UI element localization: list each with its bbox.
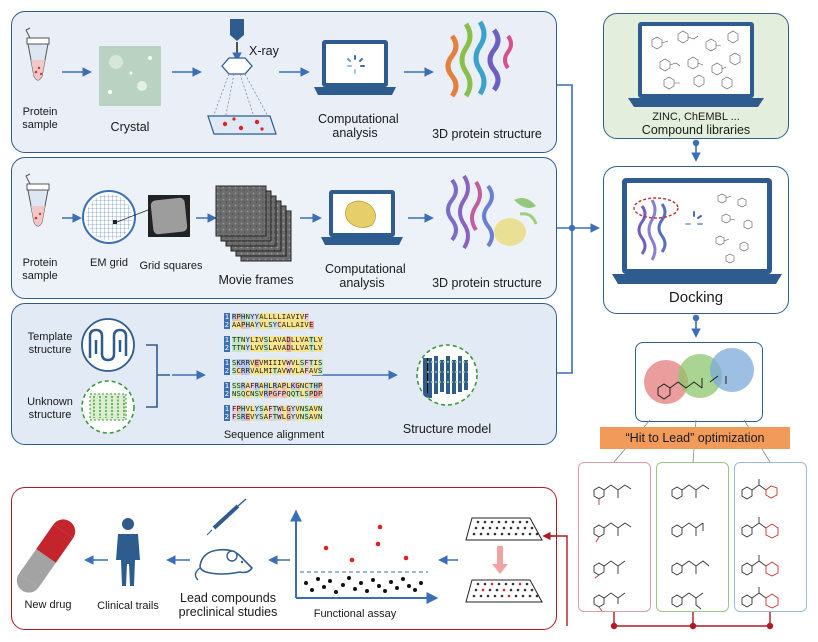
movie-frames-label: Movie frames (218, 273, 294, 287)
unknown-structure-label: Unknown structure (27, 396, 73, 421)
alignment-sequence: SSRAFRAHLRAPLKGNCTHP (232, 381, 323, 390)
mouse-syringe-icon (194, 498, 254, 581)
tube-icon (25, 27, 50, 81)
xray-protein-sample-label: Protein sample (22, 106, 58, 131)
library-sources-label: ZINC, ChEMBL ... (652, 111, 740, 123)
protein-structure-icon (445, 20, 513, 98)
tube-icon (25, 173, 50, 227)
laptop-icon (314, 40, 396, 95)
alignment-sequence: AAPHAYVLSYCALLAIVE (232, 320, 314, 329)
laptop-icon (628, 22, 764, 107)
cryoem-computational-label: Computational analysis (325, 262, 406, 290)
unknown-structure-icon (81, 380, 135, 434)
functional-assay-plot (290, 509, 439, 604)
cryoem-protein-sample-label: Protein sample (22, 257, 58, 282)
alignment-sequence: FPHVLYSAFTWLGYVNSAVN (232, 404, 323, 413)
clinical-trails-label: Clinical trails (97, 600, 159, 612)
preclinical-studies-label: preclinical studies (178, 605, 278, 619)
template-structure-label: Template structure (27, 331, 73, 356)
alignment-sequence: NSQCNSVRPGFPQQTLSPDP (232, 389, 323, 398)
well-plate-icon (465, 579, 543, 603)
template-structure-icon (81, 318, 135, 372)
structure-model-icon (416, 344, 478, 406)
lead-compounds-label: Lead compounds (180, 591, 276, 605)
protein-structure-icon (446, 174, 538, 250)
alignment-sequence: SCRRVALMITAVWVLAFAVS (232, 366, 323, 375)
cryoem-structure-label: 3D protein structure (432, 276, 542, 290)
sequence-alignment-label: Sequence alignment (223, 429, 325, 441)
grid-square-icon (148, 195, 190, 237)
alignment-sequence: TTNYLIVSLAVADLLVATLV (232, 335, 323, 344)
pill-icon (16, 519, 76, 593)
analog-molecules-red (593, 484, 632, 612)
xray-computational-label: Computational analysis (318, 112, 399, 140)
crystal-label: Crystal (110, 120, 150, 134)
em-grid-label: EM grid (90, 257, 128, 269)
structure-model-label: Structure model (402, 422, 492, 436)
column-green (656, 462, 729, 612)
column-blue (734, 462, 807, 612)
xray-diffraction-icon (207, 19, 277, 135)
hit-molecule-icon (644, 348, 754, 404)
xray-structure-label: 3D protein structure (432, 127, 542, 141)
grid-squares-label: Grid squares (139, 260, 203, 272)
alignment-sequence: RPHNYYALLLLIAVIVF (232, 312, 309, 321)
functional-assay-label: Functional assay (313, 608, 397, 620)
xray-label: X-ray (249, 44, 279, 58)
compound-libraries-label: Compound libraries (641, 123, 751, 137)
em-grid-icon (82, 190, 149, 244)
analog-molecules-blue (741, 479, 779, 609)
movie-frames-icon (215, 185, 292, 262)
docking-title: Docking (668, 289, 724, 306)
crystal-image (99, 46, 161, 106)
laptop-icon (612, 178, 782, 284)
new-drug-label: New drug (24, 599, 72, 611)
hit-to-lead-banner: “Hit to Lead” optimization (600, 427, 790, 449)
well-plate-icon (465, 517, 543, 541)
person-icon (116, 518, 140, 586)
bottom-panel (11, 487, 557, 630)
alignment-sequence: FSREVYSAFTWLGYVNSAVN (232, 412, 323, 421)
laptop-icon (321, 190, 403, 245)
alignment-sequence: SKRRVEVMIIIVWVLSFTIS (232, 358, 323, 367)
analog-molecules-green (671, 484, 710, 610)
column-red (578, 462, 651, 612)
alignment-sequence: TTNYLVVSLAVADLLVATLV (232, 343, 323, 352)
